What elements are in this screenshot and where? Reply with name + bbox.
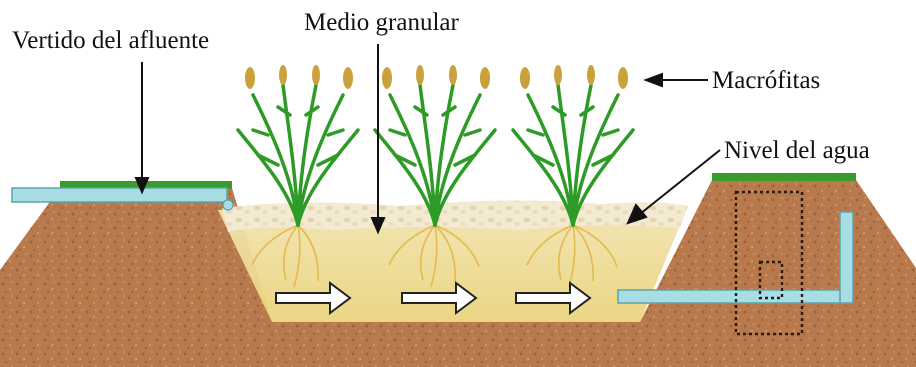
label-inflow: Vertido del afluente [12, 28, 209, 53]
plants [238, 65, 633, 225]
label-macrophytes: Macrófitas [712, 68, 820, 93]
label-medium: Medio granular [304, 10, 459, 35]
grass-strip-right [712, 173, 856, 181]
plant-icon [238, 65, 358, 225]
label-water-level: Nivel del agua [724, 138, 870, 163]
plant-icon [375, 65, 495, 225]
